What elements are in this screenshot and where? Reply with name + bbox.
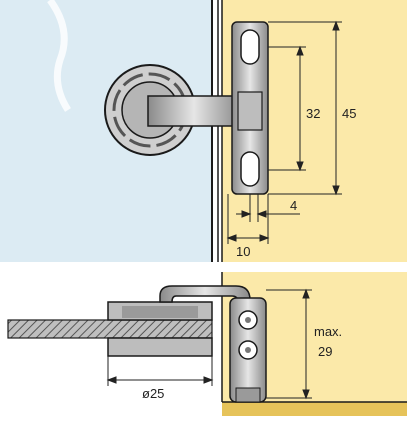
side-view: max. 29 ø25 — [7, 272, 407, 416]
dimension-4 — [236, 194, 300, 222]
glass-reflection — [47, 0, 71, 112]
dimension-max-value: 29 — [318, 344, 332, 359]
hinge-arm — [147, 95, 241, 127]
dimension-32-label: 32 — [306, 106, 320, 121]
dimension-diameter-label: ø25 — [142, 386, 164, 401]
glass-section — [7, 319, 213, 339]
knob-section — [107, 301, 213, 357]
dimension-max-label: max. — [314, 324, 342, 339]
dimension-45-label: 45 — [342, 106, 356, 121]
dimension-10 — [226, 194, 270, 244]
dimension-32 — [268, 45, 306, 172]
dimension-4-label: 4 — [290, 198, 297, 213]
hinge-plate — [231, 21, 269, 195]
front-view: 45 32 4 10 — [0, 0, 407, 262]
wood-bottom-edge — [222, 402, 407, 416]
dimension-max — [266, 288, 312, 400]
dimension-45 — [268, 20, 342, 196]
dimension-10-label: 10 — [236, 244, 250, 259]
hinge-plate-side — [229, 297, 267, 403]
dimension-diameter — [106, 356, 214, 386]
